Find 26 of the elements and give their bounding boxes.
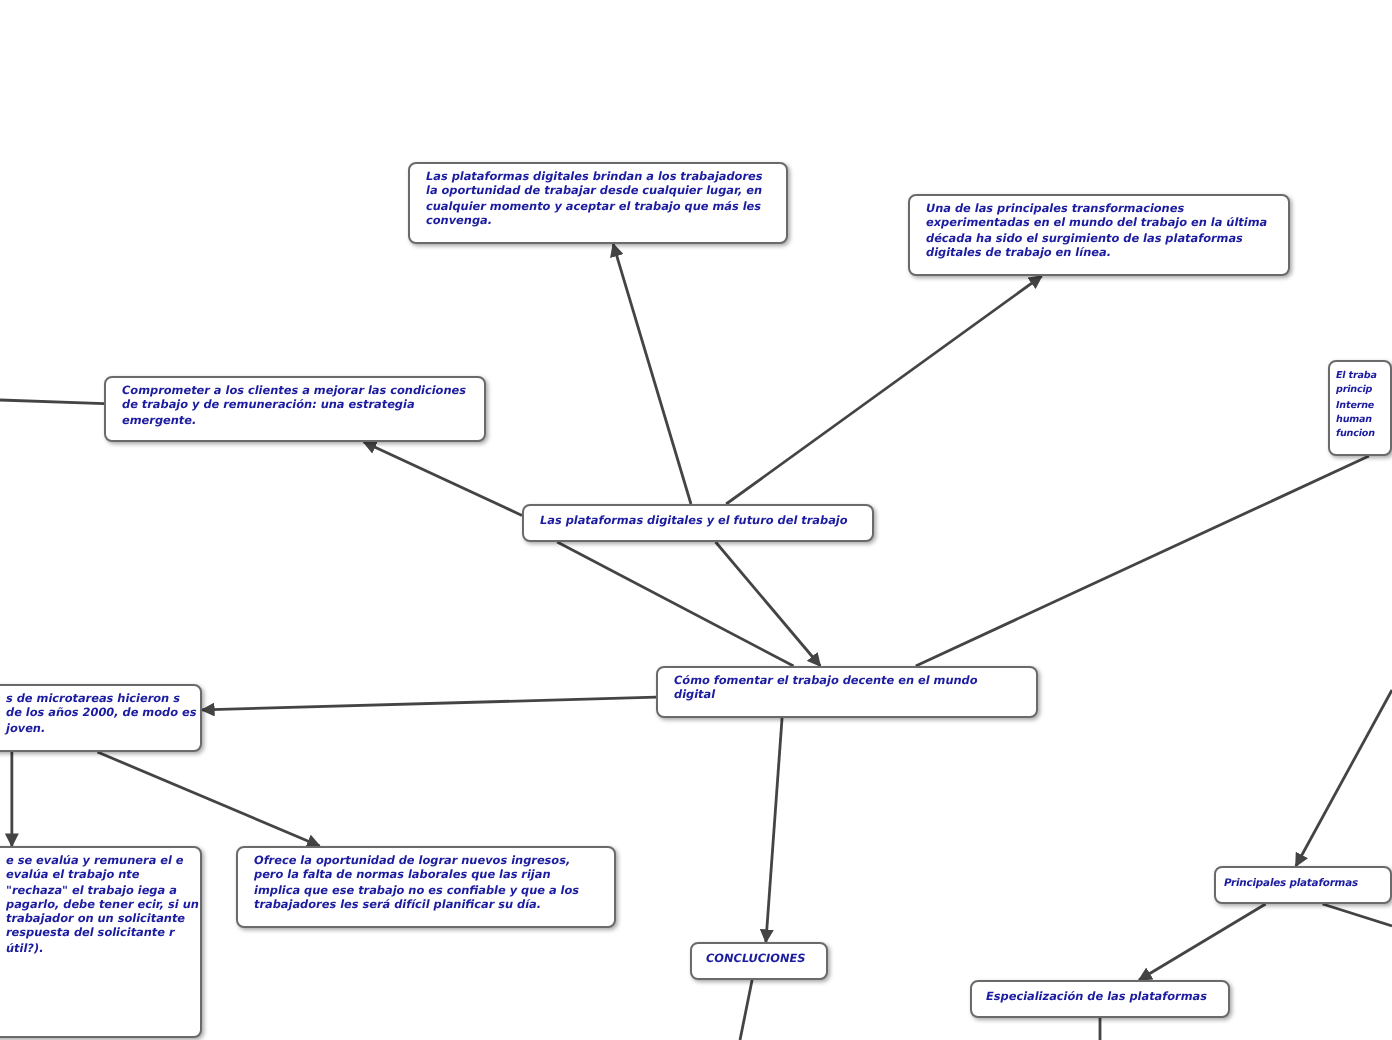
topic-box xyxy=(104,376,486,442)
arrow xyxy=(1137,902,1267,982)
arrow xyxy=(714,541,822,668)
connector-line xyxy=(738,979,754,1040)
arrow xyxy=(759,717,784,944)
arrow xyxy=(725,274,1043,506)
topic-box xyxy=(656,666,1038,718)
arrow xyxy=(200,695,657,717)
connector-line xyxy=(556,540,795,668)
arrow xyxy=(1294,689,1392,868)
arrow xyxy=(362,440,523,517)
topic-box xyxy=(236,846,616,928)
arrow xyxy=(4,752,19,848)
topic-box xyxy=(522,504,874,542)
connector-line xyxy=(915,454,1370,668)
topic-box xyxy=(908,194,1290,276)
connector-line xyxy=(1322,902,1392,928)
connector-line xyxy=(1098,1018,1102,1040)
arrow xyxy=(610,242,693,505)
topic-box xyxy=(1214,866,1392,904)
topic-box xyxy=(1328,360,1392,456)
topic-box xyxy=(970,980,1230,1018)
topic-box xyxy=(690,942,828,980)
topic-box xyxy=(408,162,788,244)
connector-line xyxy=(0,398,105,406)
arrow xyxy=(96,750,321,848)
